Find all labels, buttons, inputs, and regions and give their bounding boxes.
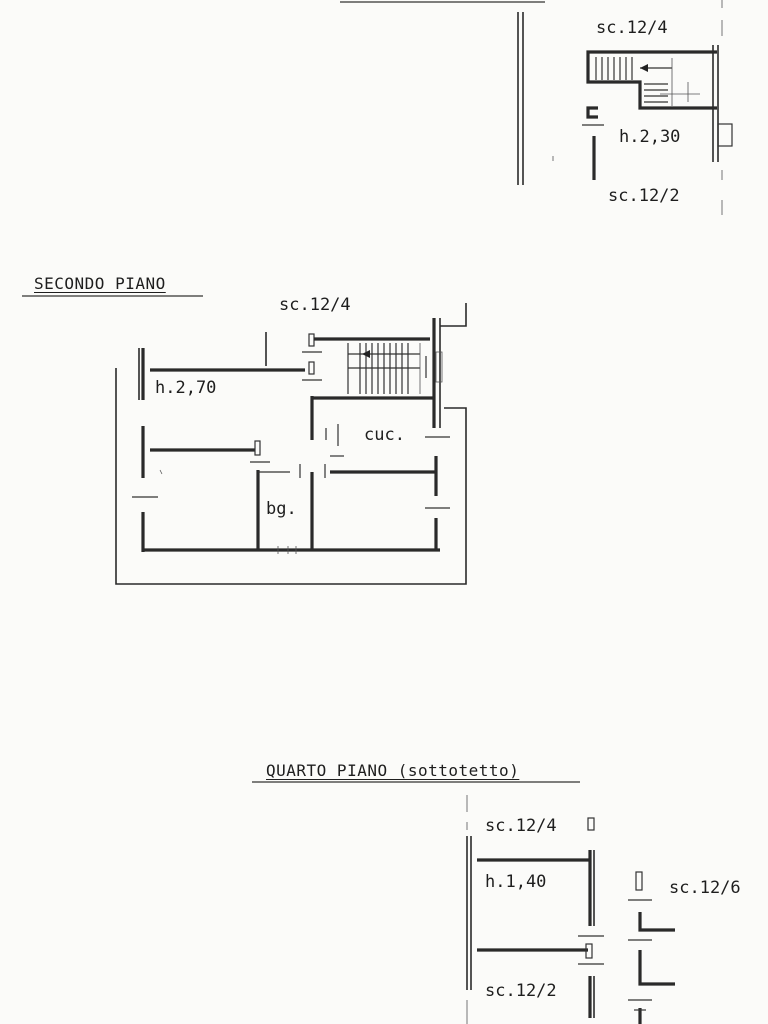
kitchen-label: cuc. [364, 425, 405, 445]
second-floor-title: SECONDO PIANO [34, 274, 166, 293]
top-stair [586, 50, 717, 110]
second-floor-plan [22, 295, 467, 585]
fourth-floor-stair-label-top: sc.12/4 [485, 816, 557, 836]
top-height-label: h.2,30 [619, 127, 681, 147]
fourth-floor-stair-label-right: sc.12/6 [669, 878, 741, 898]
second-floor-stair-label: sc.12/4 [279, 295, 351, 315]
second-floor-height-label: h.2,70 [155, 378, 217, 398]
top-fragment-plan [340, 0, 733, 215]
second-floor-stair [347, 343, 427, 394]
fourth-floor-height-label: h.1,40 [485, 872, 547, 892]
fourth-floor-title: QUARTO PIANO (sottotetto) [266, 761, 520, 780]
top-lower-stair-label: sc.12/2 [608, 186, 680, 206]
fourth-floor-stair-label-bottom: sc.12/2 [485, 981, 557, 1001]
top-stair-label: sc.12/4 [596, 18, 668, 38]
bathroom-label: bg. [266, 499, 297, 519]
fourth-floor-plan [252, 781, 675, 1024]
